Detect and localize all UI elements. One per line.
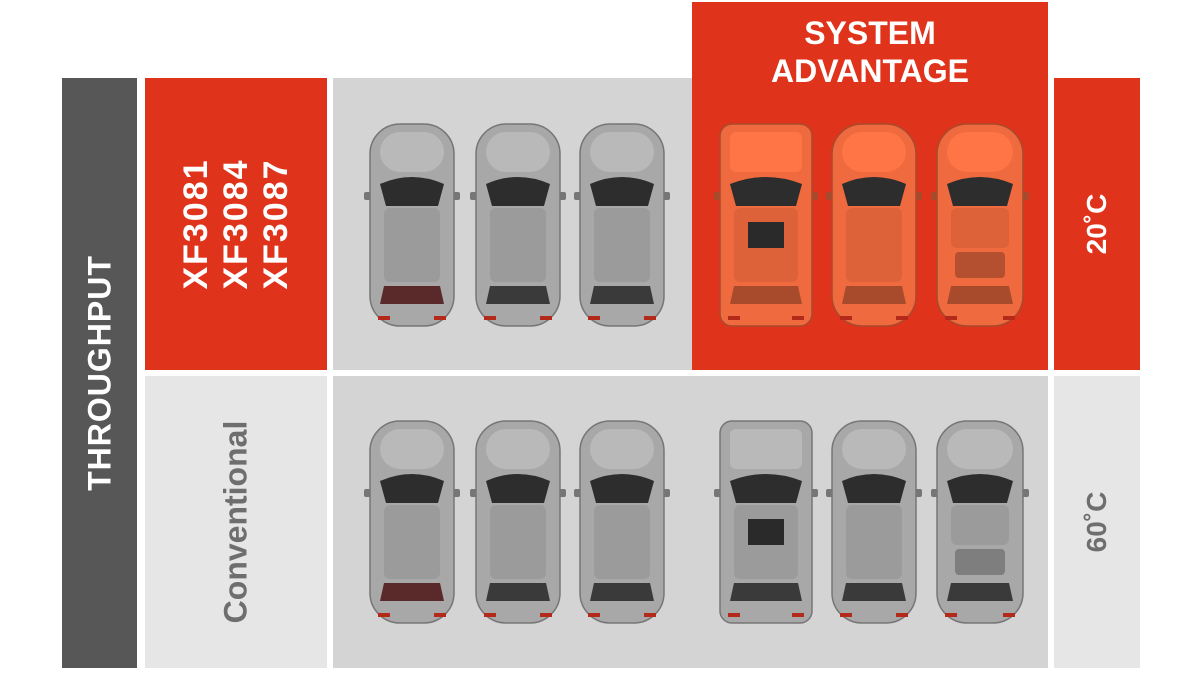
- system-advantage-title: SYSTEM ADVANTAGE: [692, 14, 1048, 90]
- car-highlighted: [826, 123, 922, 327]
- car-conventional: [364, 123, 460, 327]
- temperature-cell-top: 20˚C: [1054, 78, 1140, 370]
- conventional-cell: Conventional: [145, 376, 327, 668]
- car-conventional: [574, 420, 670, 624]
- throughput-label: THROUGHPUT: [81, 255, 117, 491]
- car-conventional: [574, 123, 670, 327]
- car-conventional: [470, 420, 566, 624]
- temperature-label-top: 20˚C: [1081, 193, 1112, 255]
- system-advantage-line2: ADVANTAGE: [771, 53, 969, 89]
- temperature-cell-bottom: 60˚C: [1054, 376, 1140, 668]
- car-conventional: [931, 420, 1029, 624]
- model-name: XF3081: [177, 158, 215, 290]
- car-conventional: [826, 420, 922, 624]
- model-name: XF3087: [257, 158, 295, 290]
- product-models-list: XF3081 XF3084 XF3087: [176, 158, 296, 289]
- conventional-label: Conventional: [217, 420, 254, 624]
- throughput-axis: THROUGHPUT: [62, 78, 137, 668]
- car-highlighted: [931, 123, 1029, 327]
- car-conventional: [470, 123, 566, 327]
- car-highlighted: [714, 123, 818, 327]
- system-advantage-line1: SYSTEM: [804, 15, 936, 51]
- model-name: XF3084: [217, 158, 255, 290]
- car-conventional: [714, 420, 818, 624]
- car-conventional: [364, 420, 460, 624]
- product-models-cell: XF3081 XF3084 XF3087: [145, 78, 327, 370]
- temperature-label-bottom: 60˚C: [1081, 491, 1112, 553]
